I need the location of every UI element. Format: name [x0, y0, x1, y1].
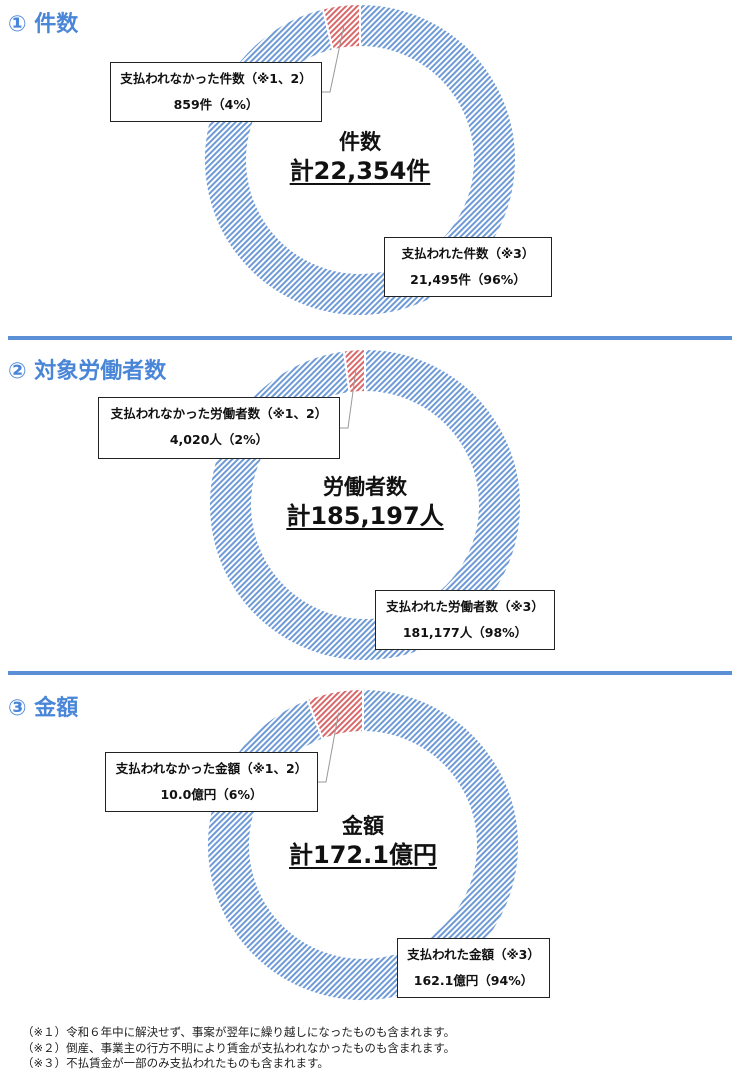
- unpaid-value: 10.0億円（6%）: [160, 787, 263, 802]
- unpaid-label-box: 支払われなかった件数（※1、2） 859件（4%）: [110, 62, 322, 122]
- footnote: （※１）令和６年中に解決せず、事案が翌年に繰り越しになったものも含まれます。: [22, 1025, 456, 1039]
- unpaid-label-box: 支払われなかった金額（※1、2） 10.0億円（6%）: [105, 752, 318, 812]
- slice-unpaid: [306, 687, 364, 741]
- unpaid-label: 支払われなかった件数（※1、2）: [120, 71, 312, 86]
- leader-line: [318, 712, 340, 783]
- slice-paid: [203, 2, 517, 317]
- separator: [8, 336, 732, 340]
- footnotes: （※１）令和６年中に解決せず、事案が翌年に繰り越しになったものも含まれます。 （…: [22, 1025, 455, 1072]
- center-label: 労働者数: [323, 475, 407, 499]
- section-title-amount: ③ 金額: [8, 696, 79, 721]
- paid-label-box: 支払われた件数（※3） 21,495件（96%）: [384, 237, 552, 297]
- paid-label: 支払われた労働者数（※3）: [386, 599, 544, 614]
- paid-value: 181,177人（98%）: [402, 625, 528, 640]
- footnote: （※３）不払賃金が一部のみ支払われたものも含まれます。: [22, 1056, 329, 1070]
- leader-line: [322, 26, 345, 93]
- unpaid-label: 支払われなかった金額（※1、2）: [115, 761, 308, 776]
- slice-unpaid: [321, 2, 361, 52]
- slice-paid: [206, 687, 520, 1002]
- paid-value: 21,495件（96%）: [410, 272, 526, 287]
- unpaid-label-box: 支払われなかった労働者数（※1、2） 4,020人（2%）: [98, 397, 340, 459]
- center-total: 金額 計172.1億円: [263, 812, 463, 870]
- center-label: 件数: [339, 130, 381, 154]
- center-label: 金額: [342, 814, 384, 838]
- leader-line: [340, 370, 357, 429]
- paid-value: 162.1億円（94%）: [413, 973, 534, 988]
- separator: [8, 671, 732, 675]
- center-total: 件数 計22,354件: [260, 128, 460, 186]
- section-title-count: ① 件数: [8, 12, 79, 37]
- footnote: （※２）倒産、事業主の行方不明により賃金が支払われなかったものも含まれます。: [22, 1040, 456, 1055]
- unpaid-value: 859件（4%）: [173, 97, 259, 112]
- center-total: 労働者数 計185,197人: [265, 473, 465, 531]
- center-total-value: 計185,197人: [286, 502, 444, 530]
- section-title-workers: ② 対象労働者数: [8, 359, 167, 384]
- center-total-value: 計172.1億円: [289, 841, 437, 869]
- center-total-value: 計22,354件: [289, 157, 431, 185]
- slice-unpaid: [342, 347, 366, 395]
- unpaid-label: 支払われなかった労働者数（※1、2）: [110, 406, 328, 421]
- paid-label: 支払われた件数（※3）: [401, 246, 535, 261]
- slice-paid: [208, 347, 522, 662]
- paid-label-box: 支払われた金額（※3） 162.1億円（94%）: [397, 938, 550, 998]
- paid-label-box: 支払われた労働者数（※3） 181,177人（98%）: [375, 590, 555, 650]
- unpaid-value: 4,020人（2%）: [169, 432, 269, 447]
- paid-label: 支払われた金額（※3）: [407, 947, 540, 962]
